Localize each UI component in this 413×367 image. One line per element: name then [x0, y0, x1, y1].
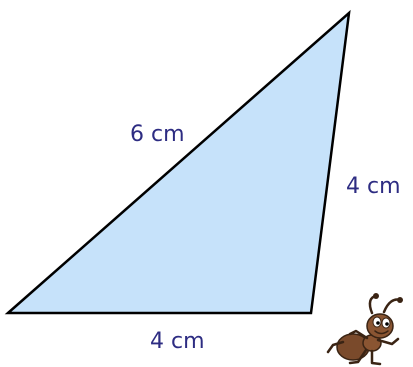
side-label-left: 6 cm — [130, 122, 185, 147]
side-label-bottom: 4 cm — [150, 329, 205, 354]
side-label-right: 4 cm — [346, 174, 401, 199]
triangle-shape — [4, 9, 351, 315]
ant-mascot-icon — [326, 293, 403, 366]
